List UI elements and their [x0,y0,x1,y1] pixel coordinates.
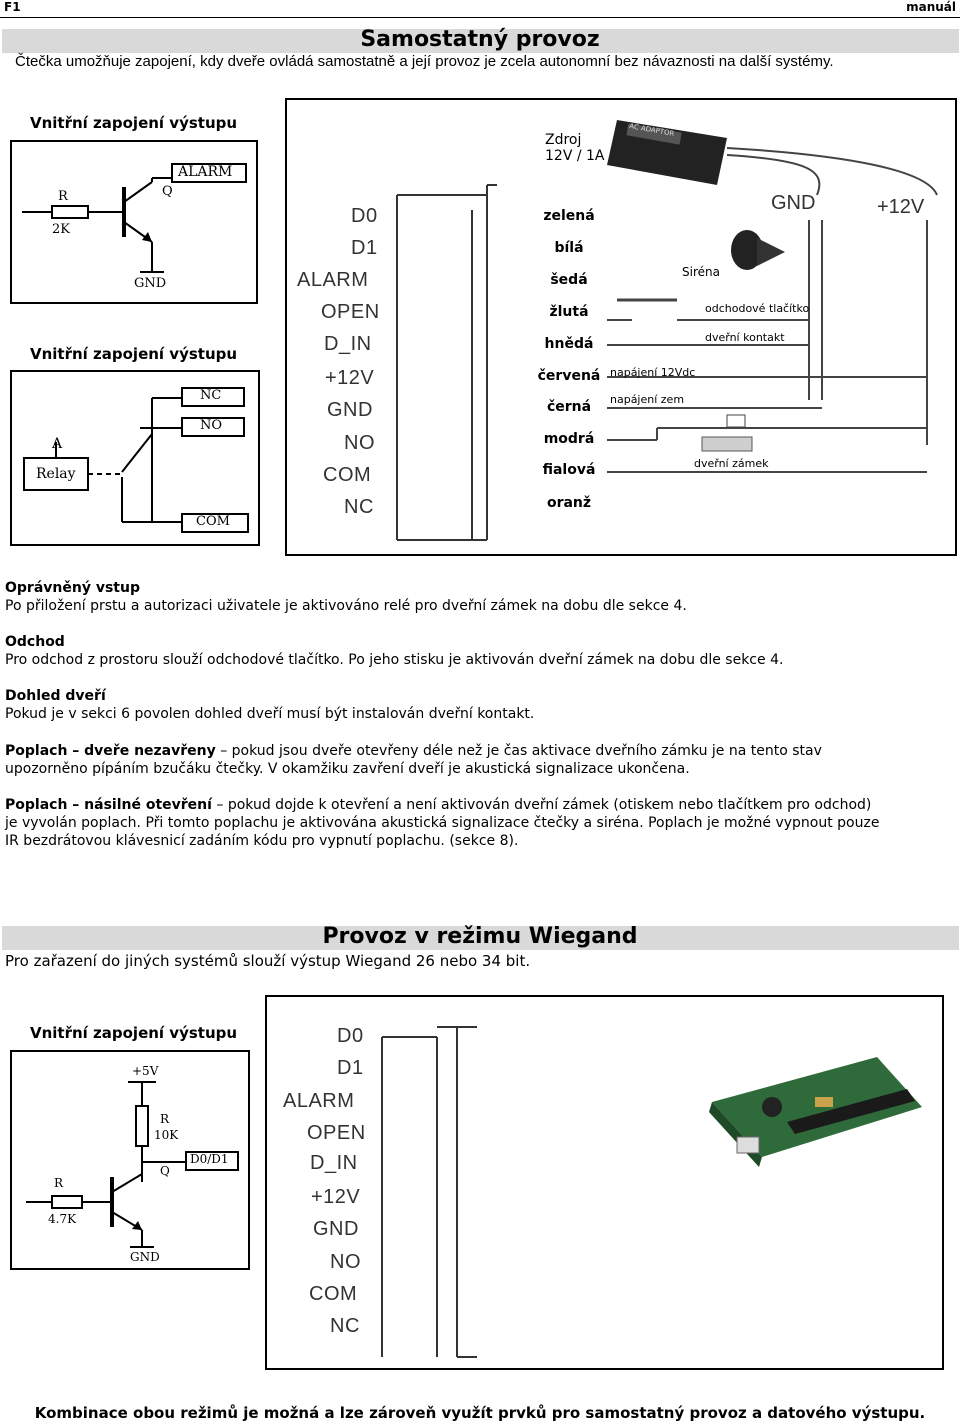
paragraph-title: Dohled dveří [5,688,106,704]
section-intro: Čtečka umožňuje zapojení, kdy dveře ovlá… [15,53,834,70]
paragraph-body: Poplach – násilné otevření – pokud dojde… [5,797,872,813]
terminal-gnd: GND [313,1218,359,1240]
paragraph-body: IR bezdrátovou klávesnicí zadáním kódu p… [5,833,519,849]
wire-color: žlutá [549,304,589,320]
terminal-com: COM [309,1283,358,1305]
resistor-label: R [54,1176,64,1190]
gnd-label: GND [134,276,167,291]
gnd-label: GND [130,1250,160,1264]
wire-color: fialová [542,462,596,478]
circuit-title: Vnitřní zapojení výstupu [30,1024,238,1042]
wire-color: šedá [550,272,588,288]
circuit-title: Vnitřní zapojení výstupu [30,345,238,363]
transistor-schematic [22,163,247,273]
header-left: F1 [4,0,21,14]
wire-color: oranž [546,495,592,511]
relay-a-label: A [52,436,63,452]
door-lock-label: dveřní zámek [694,457,769,470]
wire-color: červená [537,368,601,384]
terminal-d0: D0 [351,205,378,227]
wiring-diagram: Zdroj 12V / 1A AC ADAPTOR D0 D1 ALARM OP… [285,98,957,556]
transistor-label: Q [162,184,173,199]
paragraph-title: Odchod [5,634,65,650]
wiegand-lines [381,1026,922,1358]
resistor-value: 2K [52,222,70,237]
wire-color: černá [546,399,592,415]
header-right: manuál [906,0,956,14]
terminal-gnd: GND [327,399,373,421]
power-12-label: napájení 12Vdc [610,366,696,379]
terminal-d1: D1 [337,1057,364,1079]
terminal-d1: D1 [351,237,378,259]
resistor-label: R [160,1112,170,1126]
resistor-value: 4.7K [48,1212,77,1226]
section-intro: Pro zařazení do jiných systémů slouží vý… [5,952,531,970]
power-gnd-label: napájení zem [610,393,685,406]
paragraph-body: Pokud je v sekci 6 povolen dohled dveří … [5,706,535,722]
terminal-com: COM [323,464,372,486]
header-rule [0,17,960,18]
section-band [2,926,959,950]
exit-button-label: odchodové tlačítko [705,302,810,315]
wire-color: modrá [543,431,595,447]
plus5-label: +5V [132,1064,159,1078]
supply-label: Zdroj 12V / 1A [545,132,605,164]
alarm-label: ALARM [178,164,233,180]
no-label: NO [200,418,223,433]
terminal-nc: NC [344,496,374,518]
transistor-label: Q [160,1164,170,1178]
terminal-nc: NC [330,1315,360,1337]
relay-schematic [23,387,249,533]
footer-note: Kombinace obou režimů je možná a lze zár… [34,1404,926,1422]
com-label: COM [196,514,230,529]
wire-color: bílá [554,240,584,256]
nc-label: NC [200,388,222,403]
plus12-rail-label: +12V [877,196,925,218]
relay-label: Relay [36,466,76,482]
terminal-no: NO [330,1251,361,1273]
terminal-d0: D0 [337,1025,364,1047]
wiegand-circuit: +5V R 10K Q D0/D1 R 4.7K GND [10,1050,250,1270]
section-title: Samostatný provoz [360,27,600,52]
terminal-d-in: D_IN [310,1152,358,1174]
door-contact-label: dveřní kontakt [705,331,785,344]
terminal-alarm: ALARM [283,1090,355,1112]
wiring-lines [396,120,938,541]
paragraph-body: upozorněno pípáním bzučáku čtečky. V oka… [5,761,690,777]
d0d1-label: D0/D1 [190,1152,229,1166]
wiegand-schematic [26,1081,239,1248]
terminal-12v: +12V [325,367,375,389]
paragraph-body: Pro odchod z prostoru slouží odchodové t… [5,652,784,668]
terminal-12v: +12V [311,1186,361,1208]
terminal-alarm: ALARM [297,269,369,291]
section-title: Provoz v režimu Wiegand [322,924,638,949]
paragraph-body: je vyvolán poplach. Při tomto poplachu j… [5,815,880,831]
circuit-title: Vnitřní zapojení výstupu [30,114,238,132]
wire-color: hnědá [544,336,594,352]
transistor-circuit: ALARM R 2K Q GND [10,140,258,304]
wire-color: zelená [543,208,595,224]
section-band [2,29,959,53]
paragraph-title: Oprávněný vstup [5,580,140,596]
resistor-label: R [58,189,68,204]
wiegand-diagram: D0 D1 ALARM OPEN D_IN +12V GND NO COM NC [265,995,944,1370]
paragraph-body: Poplach – dveře nezavřeny – pokud jsou d… [5,743,822,759]
terminal-open: OPEN [307,1122,366,1144]
terminal-d-in: D_IN [324,333,372,355]
gnd-rail-label: GND [771,192,816,214]
terminal-open: OPEN [321,301,380,323]
terminal-no: NO [344,432,375,454]
resistor-value: 10K [154,1128,179,1142]
siren-label: Siréna [682,265,720,279]
relay-circuit: A Relay NC NO COM [10,370,260,546]
paragraph-body: Po přiložení prstu a autorizaci uživatel… [5,598,687,614]
